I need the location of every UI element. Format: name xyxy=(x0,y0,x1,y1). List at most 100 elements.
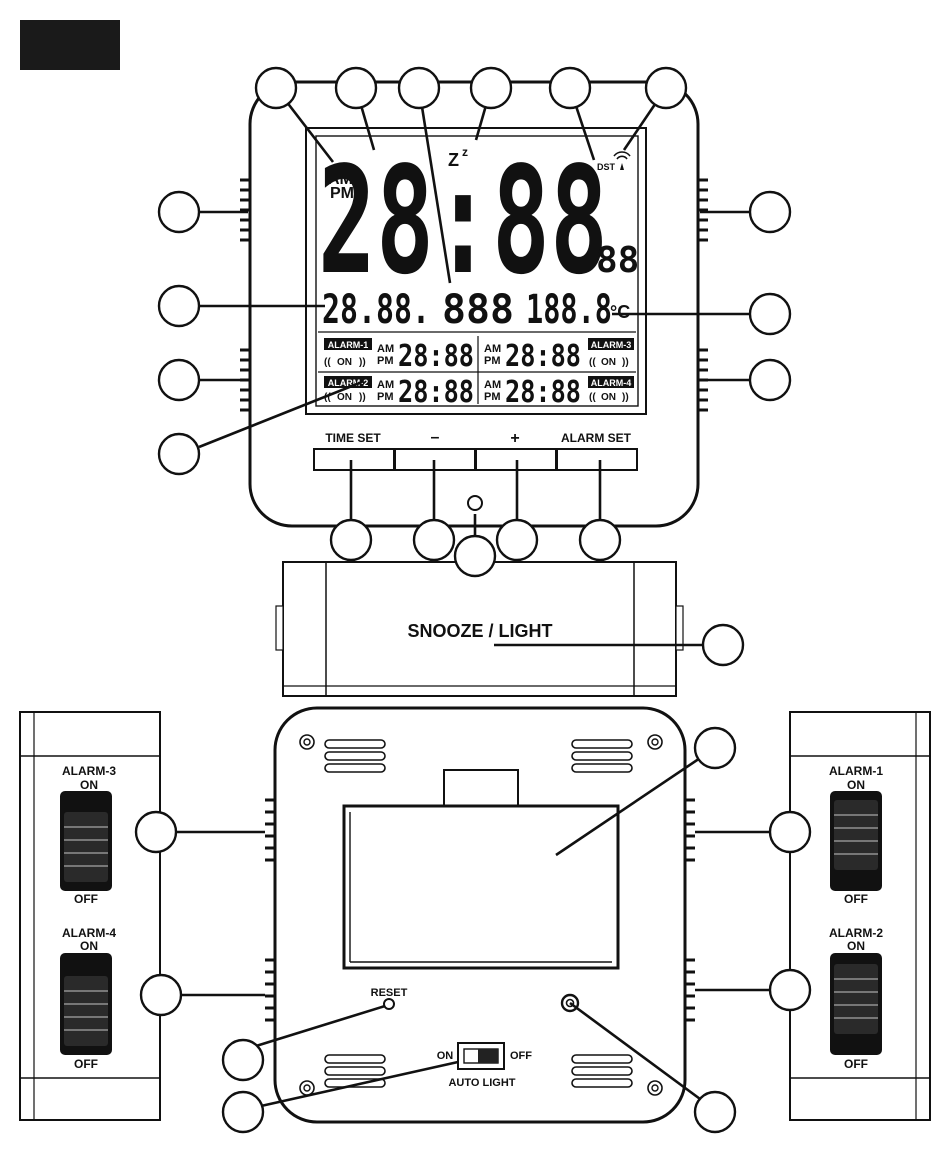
callout-marker xyxy=(336,68,376,108)
alarm-3-switch-off: OFF xyxy=(74,892,98,906)
minus-label: – xyxy=(431,429,440,446)
alarm-1-wave-left: (( xyxy=(324,357,331,368)
callout-marker xyxy=(703,625,743,665)
callout-marker xyxy=(159,360,199,400)
alarm-set-button[interactable] xyxy=(557,449,637,470)
alarm-set-label: ALARM SET xyxy=(561,431,632,445)
alarm-2-slide-switch[interactable] xyxy=(830,953,882,1055)
callout-marker xyxy=(471,68,511,108)
battery-compartment[interactable] xyxy=(344,806,618,968)
callout-marker xyxy=(646,68,686,108)
time-set-label: TIME SET xyxy=(325,431,381,445)
auto-light-switch[interactable] xyxy=(458,1043,504,1069)
callout-marker xyxy=(159,434,199,474)
alarm-1-switch-label: ALARM-1 xyxy=(829,764,883,778)
time-set-button[interactable] xyxy=(314,449,394,470)
alarm-1-pm: PM xyxy=(377,355,394,367)
callout-marker xyxy=(414,520,454,560)
alarm-4-wave-right: )) xyxy=(622,392,629,403)
alarm-1-slide-switch[interactable] xyxy=(830,791,882,891)
callout-marker xyxy=(580,520,620,560)
alarm-4-slide-switch[interactable] xyxy=(60,953,112,1055)
alarm-4-switch-off: OFF xyxy=(74,1057,98,1071)
alarm-4-am: AM xyxy=(484,379,501,391)
lcd-main-time: 28:88 xyxy=(318,135,608,307)
alarm-4-time: 28:88 xyxy=(505,375,581,410)
alarm-3-switch-on: ON xyxy=(80,778,98,792)
front-view: AM PM 28:88 88 Z z DST 28.88. 888 188.8 … xyxy=(240,82,708,526)
lcd-temperature: 188.8 xyxy=(526,287,612,333)
callout-marker xyxy=(695,728,735,768)
lcd-temp-unit: °C xyxy=(610,302,630,322)
alarm-2-switch-on: ON xyxy=(847,939,865,953)
label-box xyxy=(20,20,120,70)
alarm-1-badge: ALARM-1 xyxy=(328,340,369,350)
lcd-date: 28.88. xyxy=(322,287,430,333)
snooze-z-small: z xyxy=(462,145,468,159)
alarm-4-switch-on: ON xyxy=(80,939,98,953)
reset-button[interactable] xyxy=(384,999,394,1009)
alarm-4-on: ON xyxy=(601,392,616,403)
alarm-2-am: AM xyxy=(377,379,394,391)
callout-marker xyxy=(136,812,176,852)
lcd-seconds: 88 xyxy=(596,240,639,281)
snooze-bar-view: SNOOZE / LIGHT xyxy=(276,562,683,696)
lcd-weekday: 888 xyxy=(442,287,514,333)
alarm-3-wave-left: (( xyxy=(589,357,596,368)
callout-marker xyxy=(455,536,495,576)
callout-marker xyxy=(256,68,296,108)
snooze-light-label: SNOOZE / LIGHT xyxy=(407,621,552,641)
alarm-3-badge: ALARM-3 xyxy=(591,340,632,350)
callout-marker xyxy=(223,1040,263,1080)
callout-marker xyxy=(770,970,810,1010)
battery-cover-tab[interactable] xyxy=(444,770,518,810)
plus-label: + xyxy=(510,430,519,447)
auto-light-label: AUTO LIGHT xyxy=(448,1077,515,1089)
auto-light-on-label: ON xyxy=(437,1050,454,1062)
callout-marker xyxy=(770,812,810,852)
auto-light-off-label: OFF xyxy=(510,1050,532,1062)
alarm-1-wave-right: )) xyxy=(359,357,366,368)
callout-marker xyxy=(750,192,790,232)
callout-marker xyxy=(331,520,371,560)
callout-marker xyxy=(159,192,199,232)
alarm-3-pm: PM xyxy=(484,355,501,367)
left-side-panel: ALARM-3 ON OFF ALARM-4 ON OFF xyxy=(20,712,160,1120)
callout-marker xyxy=(750,360,790,400)
callout-marker xyxy=(750,294,790,334)
callout-marker xyxy=(695,1092,735,1132)
alarm-2-wave-right: )) xyxy=(359,392,366,403)
alarm-1-switch-on: ON xyxy=(847,778,865,792)
right-side-panel: ALARM-1 ON OFF ALARM-2 ON OFF xyxy=(790,712,930,1120)
alarm-1-am: AM xyxy=(377,343,394,355)
alarm-3-switch-label: ALARM-3 xyxy=(62,764,116,778)
alarm-3-slide-switch[interactable] xyxy=(60,791,112,891)
back-view: RESET ON OFF AUTO LIGHT xyxy=(265,708,695,1122)
alarm-2-time: 28:88 xyxy=(398,375,474,410)
alarm-4-badge: ALARM-4 xyxy=(591,378,632,388)
callout-marker xyxy=(399,68,439,108)
alarm-2-pm: PM xyxy=(377,391,394,403)
alarm-3-am: AM xyxy=(484,343,501,355)
reset-label: RESET xyxy=(371,987,408,999)
alarm-1-time: 28:88 xyxy=(398,339,474,374)
dst-indicator: DST xyxy=(597,162,616,172)
alarm-3-on: ON xyxy=(601,357,616,368)
alarm-2-switch-off: OFF xyxy=(844,1057,868,1071)
callout-marker xyxy=(550,68,590,108)
alarm-3-time: 28:88 xyxy=(505,339,581,374)
snooze-z-large: Z xyxy=(448,150,459,170)
alarm-1-on: ON xyxy=(337,357,352,368)
alarm-1-switch-off: OFF xyxy=(844,892,868,906)
light-sensor xyxy=(468,496,482,510)
alarm-3-wave-right: )) xyxy=(622,357,629,368)
alarm-4-wave-left: (( xyxy=(589,392,596,403)
alarm-4-switch-label: ALARM-4 xyxy=(62,926,116,940)
alarm-2-on: ON xyxy=(337,392,352,403)
callout-marker xyxy=(141,975,181,1015)
alarm-2-switch-label: ALARM-2 xyxy=(829,926,883,940)
callout-marker xyxy=(223,1092,263,1132)
callout-marker xyxy=(159,286,199,326)
